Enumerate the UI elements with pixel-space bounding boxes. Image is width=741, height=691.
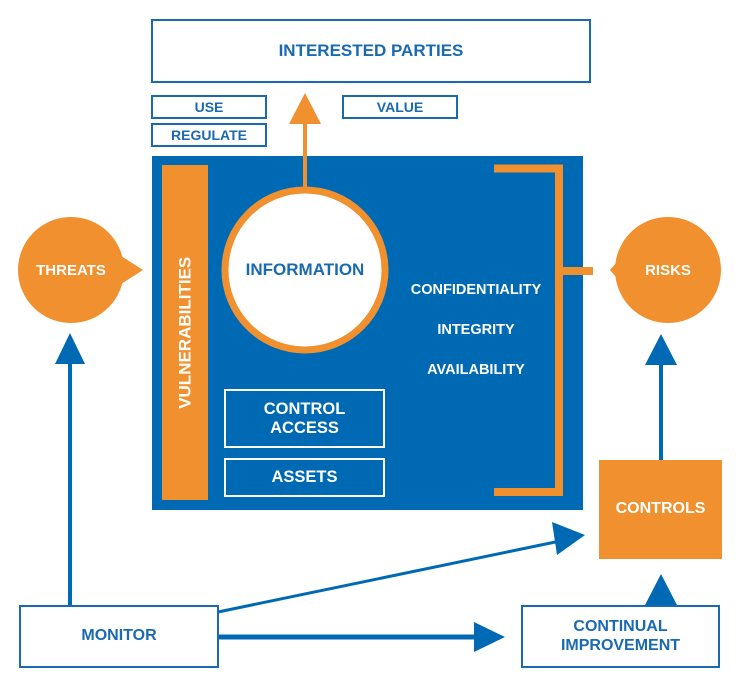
monitor-box: MONITOR xyxy=(19,605,219,668)
regulate-tag: REGULATE xyxy=(151,123,267,147)
information-label-wrap: INFORMATION xyxy=(225,255,385,285)
interested-parties-box: INTERESTED PARTIES xyxy=(151,19,591,83)
risks-pointer xyxy=(610,256,622,284)
vulnerabilities-bar xyxy=(162,165,208,500)
monitor-to-controls-arrowhead xyxy=(552,522,585,555)
confidentiality-label-wrap: CONFIDENTIALITY xyxy=(396,279,556,301)
confidentiality-label: CONFIDENTIALITY xyxy=(410,281,542,298)
controls-label: CONTROLS xyxy=(615,500,706,518)
controls-label-wrap: CONTROLS xyxy=(599,460,722,559)
risks-label: RISKS xyxy=(645,262,691,280)
use-label: USE xyxy=(194,98,224,115)
controls-to-risks-arrowhead xyxy=(645,334,677,365)
value-label: VALUE xyxy=(376,98,424,115)
continual-improvement-line2: IMPROVEMENT xyxy=(560,636,681,654)
monitor-to-threats-arrowhead xyxy=(55,333,85,364)
threats-circle xyxy=(18,217,124,323)
bracket-to-risks-connector xyxy=(563,267,593,275)
value-tag: VALUE xyxy=(342,95,458,119)
threats-label-wrap: THREATS xyxy=(18,259,124,283)
information-label: INFORMATION xyxy=(245,260,365,280)
assets-label: ASSETS xyxy=(271,468,338,487)
threats-label: THREATS xyxy=(36,262,106,280)
availability-label: AVAILABILITY xyxy=(427,361,525,378)
interested-parties-label: INTERESTED PARTIES xyxy=(278,41,464,61)
control-access-box: CONTROL ACCESS xyxy=(224,389,385,448)
cia-bracket xyxy=(494,164,563,496)
risks-label-wrap: RISKS xyxy=(615,259,721,283)
improvement-to-controls-arrowhead xyxy=(645,574,677,605)
regulate-label: REGULATE xyxy=(171,126,247,143)
vulnerabilities-label-wrap: VULNERABILITIES xyxy=(162,165,208,500)
continual-improvement-line1: CONTINUAL xyxy=(573,618,668,636)
information-to-parties-arrowhead xyxy=(289,93,321,124)
monitor-to-controls-arrow-line xyxy=(217,538,566,614)
controls-box xyxy=(599,460,722,559)
monitor-label: MONITOR xyxy=(81,627,157,645)
control-access-line2: ACCESS xyxy=(270,418,339,437)
monitor-to-improvement-arrowhead xyxy=(474,622,505,652)
availability-label-wrap: AVAILABILITY xyxy=(396,359,556,381)
information-circle xyxy=(221,186,389,354)
integrity-label-wrap: INTEGRITY xyxy=(396,319,556,341)
use-tag: USE xyxy=(151,95,267,119)
assets-box: ASSETS xyxy=(224,458,385,497)
continual-improvement-box: CONTINUAL IMPROVEMENT xyxy=(521,605,720,668)
vulnerabilities-label: VULNERABILITIES xyxy=(175,256,195,409)
integrity-label: INTEGRITY xyxy=(437,321,515,338)
control-access-line1: CONTROL xyxy=(263,399,346,418)
risks-circle xyxy=(615,217,721,323)
threats-pointer xyxy=(118,254,143,286)
